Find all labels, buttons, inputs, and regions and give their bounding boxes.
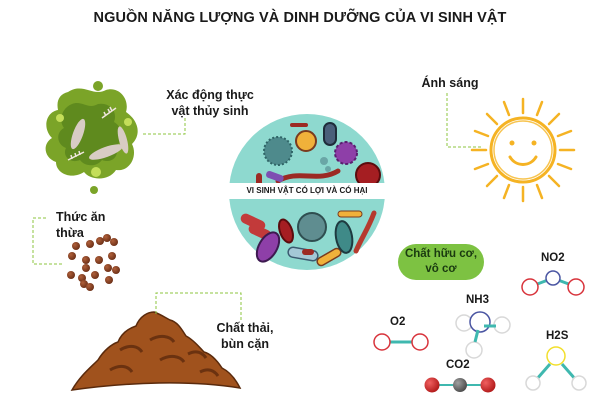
label-aquatic-line1: Xác động thực [166, 88, 254, 102]
h2s-molecule-icon [525, 346, 587, 391]
label-o2: O2 [390, 316, 406, 328]
compounds-line2: vô cơ [425, 263, 457, 275]
food-pellets-icon [67, 234, 120, 291]
co2-molecule-icon [424, 377, 496, 393]
aquatic-remains-icon [45, 81, 138, 194]
label-aquatic: Xác động thực vật thủy sinh [160, 87, 260, 119]
sun-icon [470, 97, 576, 203]
no2-molecule-icon [521, 270, 585, 296]
label-co2: CO2 [446, 359, 470, 371]
compounds-badge: Chất hữu cơ, vô cơ [398, 244, 484, 280]
connector-sunlight-icon [446, 93, 482, 148]
connector-food-icon [32, 217, 62, 265]
label-waste-line2: bùn cặn [221, 337, 269, 351]
label-aquatic-line2: vật thủy sinh [171, 104, 249, 118]
label-waste: Chất thải, bùn cặn [210, 320, 280, 352]
compounds-line1: Chất hữu cơ, [404, 248, 478, 260]
connector-aquatic-icon [143, 118, 186, 135]
label-food: Thức ăn thừa [56, 210, 106, 240]
o2-molecule-icon [373, 333, 429, 351]
nh3-molecule-icon [455, 311, 511, 359]
label-no2: NO2 [541, 252, 565, 264]
waste-sludge-icon [70, 311, 242, 391]
label-waste-line1: Chất thải, [216, 321, 274, 335]
label-h2s: H2S [546, 330, 569, 342]
label-sunlight: Ánh sáng [421, 76, 479, 90]
label-nh3: NH3 [466, 294, 490, 306]
connector-waste-icon [155, 292, 242, 320]
page-title: NGUỒN NĂNG LƯỢNG VÀ DINH DƯỠNG CỦA VI SI… [93, 10, 507, 26]
center-banner: VI SINH VẬT CÓ LỢI VÀ CÓ HẠI [228, 183, 386, 199]
